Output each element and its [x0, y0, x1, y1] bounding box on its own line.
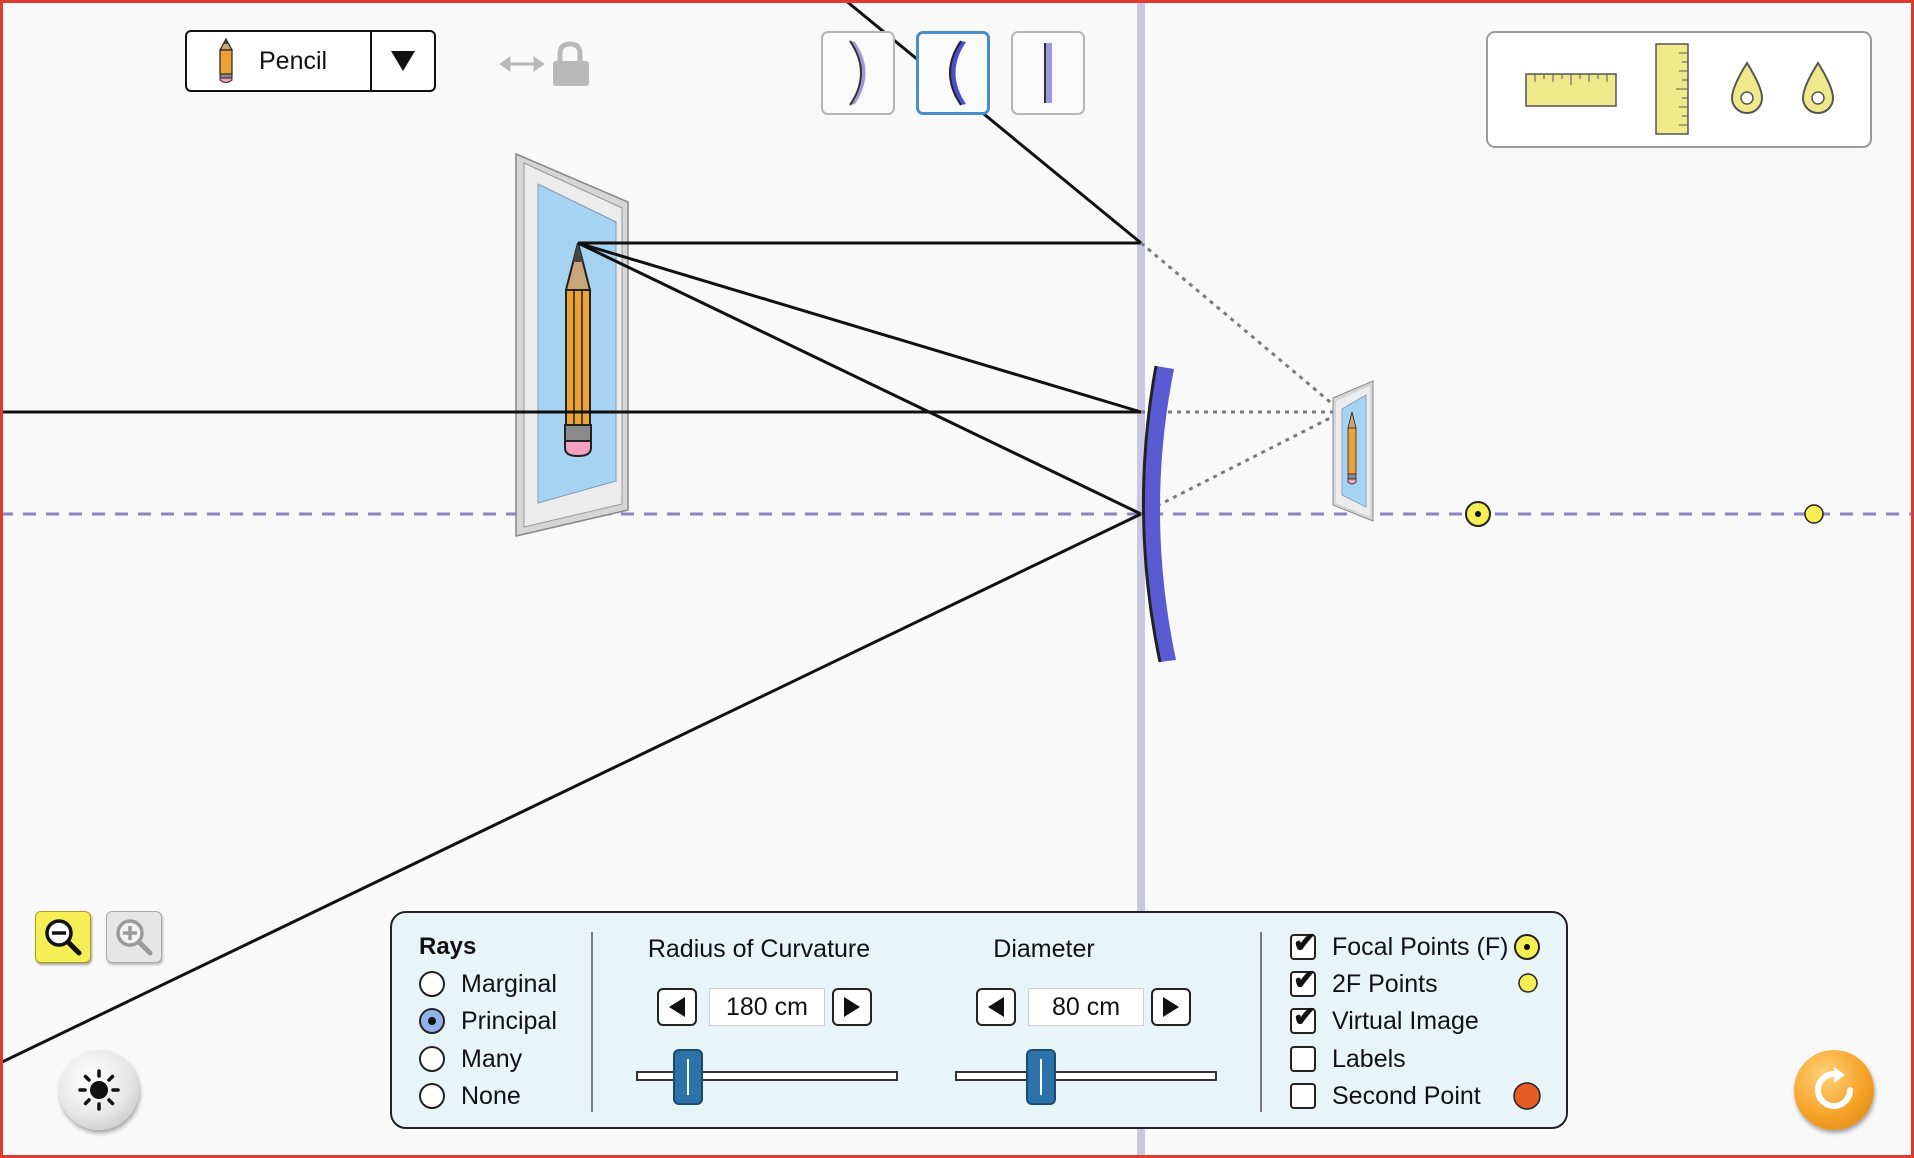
- left-arrow-icon: [669, 997, 685, 1017]
- concave-mirror-icon: [949, 40, 966, 106]
- horizontal-ruler-icon[interactable]: [1525, 73, 1617, 112]
- two-f-point-marker[interactable]: [1804, 504, 1824, 524]
- panel-divider: [1260, 932, 1262, 1112]
- panel-divider: [591, 932, 593, 1112]
- focal-point-marker[interactable]: [1465, 501, 1491, 527]
- focal-points-checkbox[interactable]: ✔ Focal Points (F): [1290, 929, 1509, 963]
- radio-button[interactable]: [419, 1083, 445, 1109]
- checkbox-unchecked[interactable]: [1290, 1046, 1316, 1072]
- two-f-point-legend-icon: [1518, 973, 1538, 993]
- diameter-increment-button[interactable]: [1151, 988, 1191, 1026]
- radio-label: Marginal: [461, 969, 557, 998]
- object-type-combobox[interactable]: Pencil: [185, 30, 436, 92]
- dropdown-arrow-icon[interactable]: [370, 32, 434, 90]
- second-point-checkbox[interactable]: Second Point: [1290, 1080, 1481, 1112]
- reset-all-button[interactable]: [1794, 1050, 1874, 1130]
- checkbox-label: Labels: [1332, 1044, 1406, 1073]
- radio-button[interactable]: [419, 1046, 445, 1072]
- radius-title: Radius of Curvature: [647, 935, 871, 963]
- lock-toggle[interactable]: [498, 40, 598, 90]
- diameter-slider-track[interactable]: [955, 1071, 1217, 1081]
- checkbox-checked[interactable]: ✔: [1290, 966, 1316, 997]
- control-panel: Rays Marginal Principal Many None Radius…: [390, 911, 1568, 1129]
- diameter-slider-thumb[interactable]: [1026, 1049, 1057, 1105]
- concave-mirror-button[interactable]: [916, 31, 990, 115]
- double-arrow-icon: [499, 56, 545, 72]
- radius-value: 180 cm: [709, 988, 825, 1026]
- toolbox: [1486, 31, 1872, 148]
- zoom-in-button[interactable]: [106, 911, 162, 963]
- radio-button[interactable]: [419, 971, 445, 997]
- checkmark-icon: ✔: [1293, 927, 1317, 958]
- checkbox-checked[interactable]: ✔: [1290, 1003, 1316, 1034]
- radio-label: Many: [461, 1044, 523, 1073]
- radio-button-selected[interactable]: [419, 1008, 445, 1034]
- left-arrow-icon: [988, 997, 1004, 1017]
- concave-mirror[interactable]: [1141, 365, 1176, 663]
- checkbox-label: Second Point: [1332, 1081, 1481, 1110]
- checkbox-label: 2F Points: [1332, 969, 1438, 998]
- diameter-value: 80 cm: [1028, 988, 1144, 1026]
- light-spot-probe-icon[interactable]: [1728, 61, 1766, 122]
- virtual-image: [1332, 380, 1374, 522]
- second-point-legend-icon: [1513, 1082, 1541, 1110]
- reset-icon: [1815, 1067, 1853, 1109]
- radius-slider-thumb[interactable]: [673, 1049, 704, 1105]
- two-f-points-checkbox[interactable]: ✔ 2F Points: [1290, 966, 1438, 1000]
- checkbox-unchecked[interactable]: [1290, 1083, 1316, 1109]
- diameter-title: Diameter: [993, 935, 1095, 963]
- radius-decrement-button[interactable]: [657, 988, 697, 1026]
- rays-none-radio[interactable]: None: [419, 1080, 521, 1112]
- light-toggle-button[interactable]: [59, 1050, 139, 1130]
- flat-mirror-button[interactable]: [1011, 31, 1085, 115]
- zoom-out-icon: [45, 919, 82, 956]
- diameter-decrement-button[interactable]: [976, 988, 1016, 1026]
- zoom-out-button[interactable]: [35, 911, 91, 963]
- rays-marginal-radio[interactable]: Marginal: [419, 968, 557, 1000]
- convex-mirror-icon: [849, 40, 866, 106]
- sun-icon: [78, 1069, 120, 1111]
- radius-increment-button[interactable]: [832, 988, 872, 1026]
- radio-label: None: [461, 1081, 521, 1110]
- pencil-icon: [201, 32, 251, 90]
- real-rays: [0, 0, 1142, 1065]
- checkbox-label: Virtual Image: [1332, 1006, 1479, 1035]
- pencil-object[interactable]: [564, 242, 592, 458]
- radius-slider-track[interactable]: [636, 1071, 898, 1081]
- focal-point-legend-icon: [1514, 934, 1540, 960]
- radio-label: Principal: [461, 1006, 557, 1035]
- vertical-ruler-icon[interactable]: [1655, 43, 1689, 140]
- object-type-label: Pencil: [259, 46, 328, 75]
- lock-icon: [553, 41, 589, 86]
- rays-principal-radio[interactable]: Principal: [419, 1005, 557, 1037]
- checkmark-icon: ✔: [1293, 1001, 1317, 1032]
- checkbox-checked[interactable]: ✔: [1290, 929, 1316, 960]
- rays-title: Rays: [419, 933, 477, 960]
- second-light-spot-probe-icon[interactable]: [1799, 61, 1837, 122]
- zoom-in-icon: [116, 919, 153, 956]
- right-arrow-icon: [1163, 997, 1179, 1017]
- mirror-plane-line: [1137, 0, 1145, 1158]
- right-arrow-icon: [844, 997, 860, 1017]
- labels-checkbox[interactable]: Labels: [1290, 1043, 1406, 1075]
- checkbox-label: Focal Points (F): [1332, 932, 1509, 961]
- virtual-rays: [1140, 241, 1343, 516]
- convex-mirror-button[interactable]: [821, 31, 895, 115]
- checkmark-icon: ✔: [1293, 964, 1317, 995]
- rays-many-radio[interactable]: Many: [419, 1043, 522, 1075]
- virtual-image-checkbox[interactable]: ✔ Virtual Image: [1290, 1003, 1479, 1037]
- flat-mirror-icon: [1044, 43, 1052, 103]
